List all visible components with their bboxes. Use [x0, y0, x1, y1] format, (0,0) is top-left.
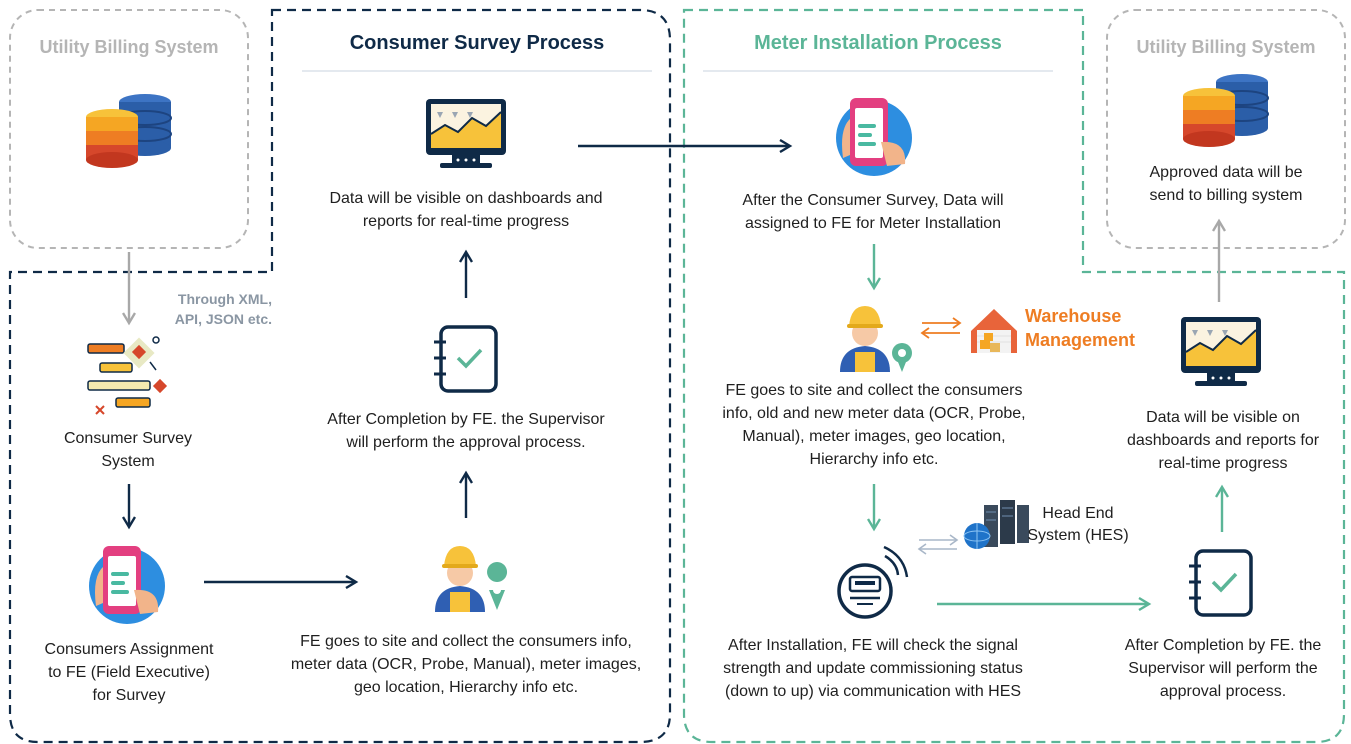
warehouse-exchange-arrow: [920, 317, 962, 339]
database-icon-right: [1183, 74, 1269, 147]
meter-process-boundary: [682, 8, 1346, 744]
right-billing-box: [1106, 9, 1346, 249]
smart-meter-icon: [837, 545, 909, 619]
meter-approval-label: After Completion by FE. the Supervisor w…: [1124, 637, 1322, 700]
head-end-system-icon: [963, 500, 1029, 549]
mobile-phone-icon-left: [89, 546, 165, 624]
approved-data-label: Approved data will be send to billing sy…: [1149, 164, 1303, 204]
warehouse-label: Warehouse Management: [1025, 306, 1136, 350]
field-executive-icon-survey: [435, 546, 508, 612]
left-billing-box: [9, 9, 249, 249]
assignment-label: Consumers Assignment to FE (Field Execut…: [44, 641, 214, 704]
hes-label: Head End System (HES): [1027, 505, 1129, 544]
approval-checklist-icon-meter: [1189, 549, 1253, 617]
survey-process-title: Consumer Survey Process: [349, 32, 605, 54]
warehouse-icon: [971, 309, 1017, 353]
meter-fe-label: FE goes to site and collect the consumer…: [722, 382, 1026, 468]
database-icon-left: [86, 94, 172, 168]
left-billing-title: Utility Billing System: [39, 37, 219, 57]
mobile-phone-icon-meter: [836, 98, 912, 176]
survey-dashboard-label: Data will be visible on dashboards and r…: [329, 190, 603, 230]
dashboard-monitor-icon-survey: [426, 99, 506, 168]
meter-process-title: Meter Installation Process: [754, 32, 1002, 54]
survey-process-boundary: [8, 8, 672, 744]
survey-fe-label: FE goes to site and collect the consumer…: [290, 633, 642, 696]
right-billing-title: Utility Billing System: [1136, 37, 1316, 57]
field-executive-icon-meter: [840, 306, 912, 372]
hes-exchange-arrow: [917, 534, 959, 555]
integration-note: Through XML, API, JSON etc.: [174, 291, 272, 327]
installation-label: After Installation, FE will check the si…: [723, 637, 1023, 700]
approval-checklist-icon-survey: [434, 325, 498, 393]
dashboard-monitor-icon-meter: [1181, 317, 1261, 386]
survey-system-label: Consumer Survey System: [63, 430, 193, 470]
survey-system-icon: [87, 336, 168, 415]
meter-assign-label: After the Consumer Survey, Data will ass…: [742, 192, 1004, 232]
survey-approval-label: After Completion by FE. the Supervisor w…: [327, 411, 605, 451]
meter-dashboard-label: Data will be visible on dashboards and r…: [1126, 409, 1320, 472]
